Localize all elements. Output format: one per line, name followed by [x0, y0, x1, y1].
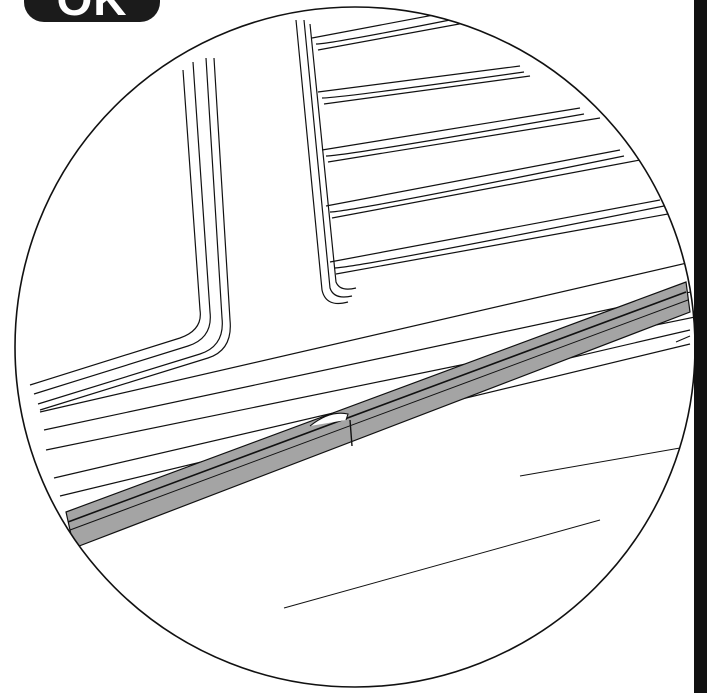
ok-badge-text: OK [57, 0, 128, 25]
louver-slats [311, 9, 691, 275]
ok-badge: OK [24, 0, 160, 25]
left-panel-recess [29, 57, 231, 411]
vertical-divider [295, 19, 357, 305]
right-frame-bar [694, 0, 707, 693]
floor-lines [39, 259, 695, 497]
trim-strip [65, 281, 691, 549]
lower-floor-lines [283, 335, 691, 609]
magnified-detail [29, 9, 695, 609]
